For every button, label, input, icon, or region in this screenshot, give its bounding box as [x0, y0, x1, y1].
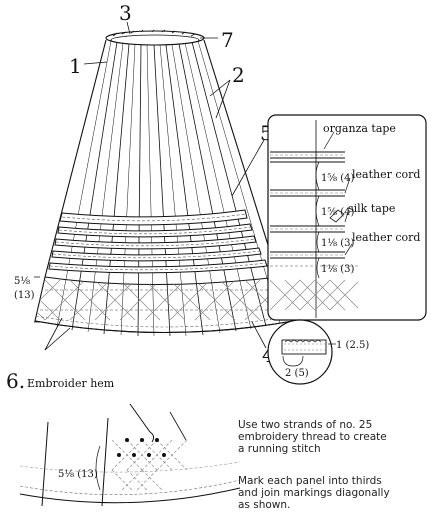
thread-note: Use two strands of no. 25 embroidery thr… [238, 419, 387, 455]
tape-width-2: 2 (5) [285, 368, 309, 379]
hem-depth-cm: (13) [14, 290, 35, 301]
embroider-hem-label: Embroider hem [27, 377, 115, 390]
callout-1: 1 [69, 54, 82, 78]
callout-3: 3 [119, 1, 132, 25]
hem-depth-in: 5⅛ [14, 276, 30, 287]
tape-circle-detail [267, 319, 336, 385]
detail-measure-1: 1⅝ (4) [321, 173, 354, 184]
detail-measure-4: 1⅛ (3) [321, 264, 354, 275]
hem-depth-marker [34, 276, 40, 323]
detail-measure-3: 1⅛ (3) [321, 238, 354, 249]
detail-measure-2: 1⅝ (4) [321, 207, 354, 218]
leather-cord-label-1: leather cord [352, 168, 420, 181]
leather-cord-label-2: leather cord [352, 231, 420, 244]
tape-width-1: 1 (2.5) [336, 340, 369, 351]
leader-lines [44, 21, 267, 351]
skirt-outline [34, 39, 294, 334]
marking-note: Mark each panel into thirds and join mar… [238, 475, 390, 511]
stitch-diagram [19, 403, 241, 507]
callout-7: 7 [221, 28, 234, 52]
silk-tape-label: silk tape [348, 202, 395, 215]
callout-2: 2 [232, 63, 245, 87]
organza-tape-label: organza tape [323, 122, 396, 135]
detail-box [267, 114, 427, 321]
panel-seams [56, 40, 281, 337]
tape-bands [48, 209, 268, 274]
stitch-depth: 5⅛ (13) [58, 469, 98, 480]
hem-embroidery [35, 279, 293, 321]
callout-6: 6. [6, 369, 25, 393]
